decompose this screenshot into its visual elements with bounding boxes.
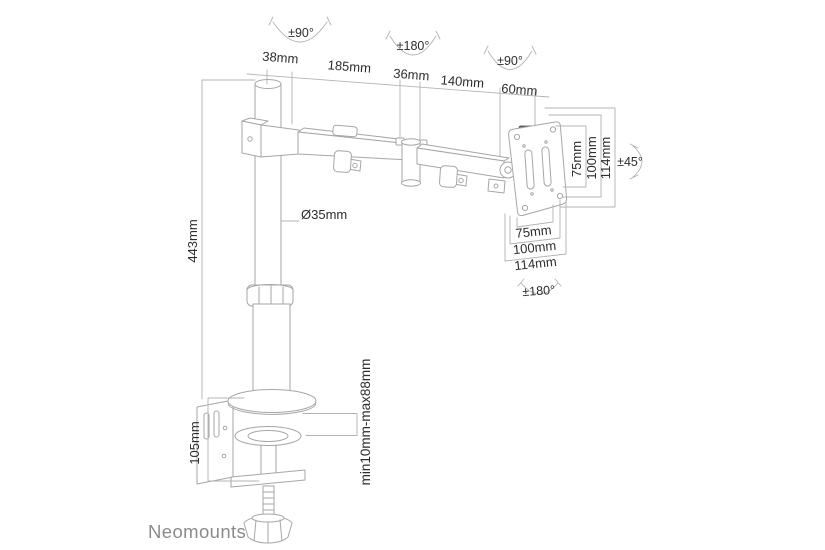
dim-bracket-v100 bbox=[548, 114, 602, 198]
arc-rotation-end-joint bbox=[483, 45, 537, 70]
label-rotation-end-joint: ±90° bbox=[497, 54, 523, 68]
label-desk-thickness-range: min10mm-max88mm bbox=[358, 359, 373, 486]
pole-lower-tube bbox=[252, 303, 291, 399]
label-tilt: ±45° bbox=[617, 155, 643, 169]
dim-line-desk-range bbox=[302, 413, 358, 436]
label-dim-36mm: 36mm bbox=[393, 66, 430, 84]
clamp-screw bbox=[262, 485, 275, 518]
label-vesa-rotate: ±180° bbox=[522, 283, 556, 299]
vesa-hole-tr bbox=[549, 126, 557, 133]
vesa-plate bbox=[508, 121, 568, 217]
cable-clip-top bbox=[332, 124, 358, 138]
label-clamp-height: 105mm bbox=[187, 421, 202, 464]
vesa-hole-tl bbox=[513, 133, 521, 141]
dim-line-443 bbox=[201, 79, 256, 400]
arc-vesa-rotate bbox=[517, 278, 562, 295]
desk-top-plate bbox=[227, 389, 317, 413]
label-dim-185mm: 185mm bbox=[327, 57, 371, 75]
label-vesa-h114: 114mm bbox=[514, 254, 558, 273]
label-vesa-v100: 100mm bbox=[584, 136, 599, 179]
arc-tilt bbox=[629, 143, 643, 180]
pole-upper-tube bbox=[254, 83, 282, 287]
dim-line-top bbox=[246, 73, 550, 98]
label-vesa-h75: 75mm bbox=[515, 222, 552, 241]
desk-mount-drawing bbox=[196, 79, 568, 544]
arm-forearm-segment bbox=[416, 143, 510, 179]
elbow-lower-tab bbox=[487, 178, 506, 194]
label-vesa-v114: 114mm bbox=[598, 137, 613, 179]
dim-bracket-h114 bbox=[504, 200, 567, 262]
vesa-hole-br bbox=[556, 192, 564, 200]
pole bbox=[254, 79, 282, 287]
label-rotation-mid-joint: ±180° bbox=[397, 39, 430, 53]
vesa-hole-bl bbox=[521, 204, 529, 212]
brand-logo-text: Neomounts bbox=[148, 521, 246, 542]
cable-clip-hanging-1 bbox=[333, 150, 362, 173]
label-dim-38mm: 38mm bbox=[262, 49, 299, 67]
pole-collar bbox=[246, 284, 294, 307]
dim-line-105 bbox=[207, 397, 260, 482]
arc-rotation-pole-top bbox=[268, 16, 332, 43]
dim-bracket-h75 bbox=[516, 204, 554, 228]
label-pole-diameter: Ø35mm bbox=[301, 207, 347, 222]
clamp-knob bbox=[243, 513, 293, 544]
label-vesa-v75: 75mm bbox=[569, 141, 584, 177]
label-pole-height: 443mm bbox=[185, 219, 200, 262]
label-vesa-h100: 100mm bbox=[512, 238, 557, 257]
dimension-lines bbox=[201, 16, 643, 482]
cable-clip-hanging-2 bbox=[439, 165, 468, 188]
pole-top-cap bbox=[254, 79, 282, 89]
vesa-slot-left bbox=[524, 149, 535, 190]
dim-bracket-v114 bbox=[544, 107, 616, 208]
label-dim-140mm: 140mm bbox=[440, 72, 484, 90]
clamp-pad bbox=[234, 426, 302, 477]
labels: ±90° ±180° ±90° 38mm 185mm 36mm 140mm 60… bbox=[148, 26, 643, 542]
dim-bracket-v75 bbox=[555, 125, 587, 188]
joint-screw-hole bbox=[247, 136, 253, 142]
clamp-bottom-bar bbox=[230, 469, 306, 488]
desk-clamp bbox=[196, 389, 317, 544]
dim-bracket-h100 bbox=[509, 199, 561, 245]
arc-rotation-mid-joint bbox=[385, 30, 441, 56]
vesa-slot-right bbox=[541, 146, 552, 187]
shoulder-joint bbox=[241, 117, 300, 158]
label-rotation-pole-top: ±90° bbox=[288, 26, 314, 40]
label-dim-60mm: 60mm bbox=[501, 81, 538, 99]
